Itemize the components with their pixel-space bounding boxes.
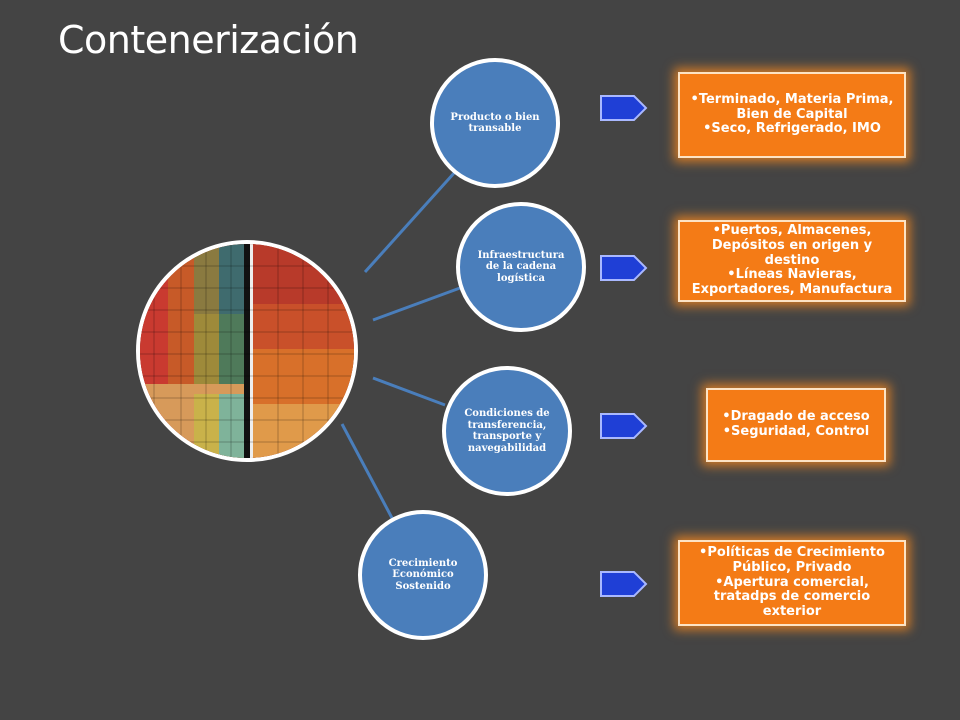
page-title: Contenerización bbox=[58, 18, 359, 62]
connector-line bbox=[372, 376, 446, 407]
detail-line: •Líneas Navieras, Exportadores, Manufact… bbox=[691, 267, 893, 298]
detail-line: •Terminado, Materia Prima, Bien de Capit… bbox=[690, 91, 894, 122]
node-crecimiento: Crecimiento Económico Sostenido bbox=[358, 510, 488, 640]
node-producto: Producto o bien transable bbox=[430, 58, 560, 188]
detail-line: •Seco, Refrigerado, IMO bbox=[703, 121, 881, 137]
detail-box-condiciones: •Dragado de acceso •Seguridad, Control bbox=[706, 388, 886, 462]
node-condiciones: Condiciones de transferencia, transporte… bbox=[442, 366, 572, 496]
detail-box-crecimiento: •Políticas de Crecimiento Público, Priva… bbox=[678, 540, 906, 626]
arrow-right-icon bbox=[600, 571, 648, 597]
detail-line: •Apertura comercial, tratadps de comerci… bbox=[713, 574, 871, 620]
detail-line: •Políticas de Crecimiento Público, Priva… bbox=[699, 544, 885, 575]
detail-line: •Dragado de acceso bbox=[722, 409, 870, 425]
connector-line bbox=[372, 286, 461, 322]
container-stack-image bbox=[136, 240, 358, 462]
detail-box-producto: •Terminado, Materia Prima, Bien de Capit… bbox=[678, 72, 906, 158]
detail-line: •Puertos, Almacenes, Depósitos en origen… bbox=[711, 222, 873, 268]
node-infraestructura: Infraestructura de la cadena logística bbox=[456, 202, 586, 332]
connector-line bbox=[340, 423, 394, 519]
detail-box-infraestructura: •Puertos, Almacenes, Depósitos en origen… bbox=[678, 220, 906, 302]
connector-line bbox=[363, 170, 457, 274]
arrow-right-icon bbox=[600, 95, 648, 121]
detail-line: •Seguridad, Control bbox=[722, 424, 870, 439]
arrow-right-icon bbox=[600, 413, 648, 439]
arrow-right-icon bbox=[600, 255, 648, 281]
